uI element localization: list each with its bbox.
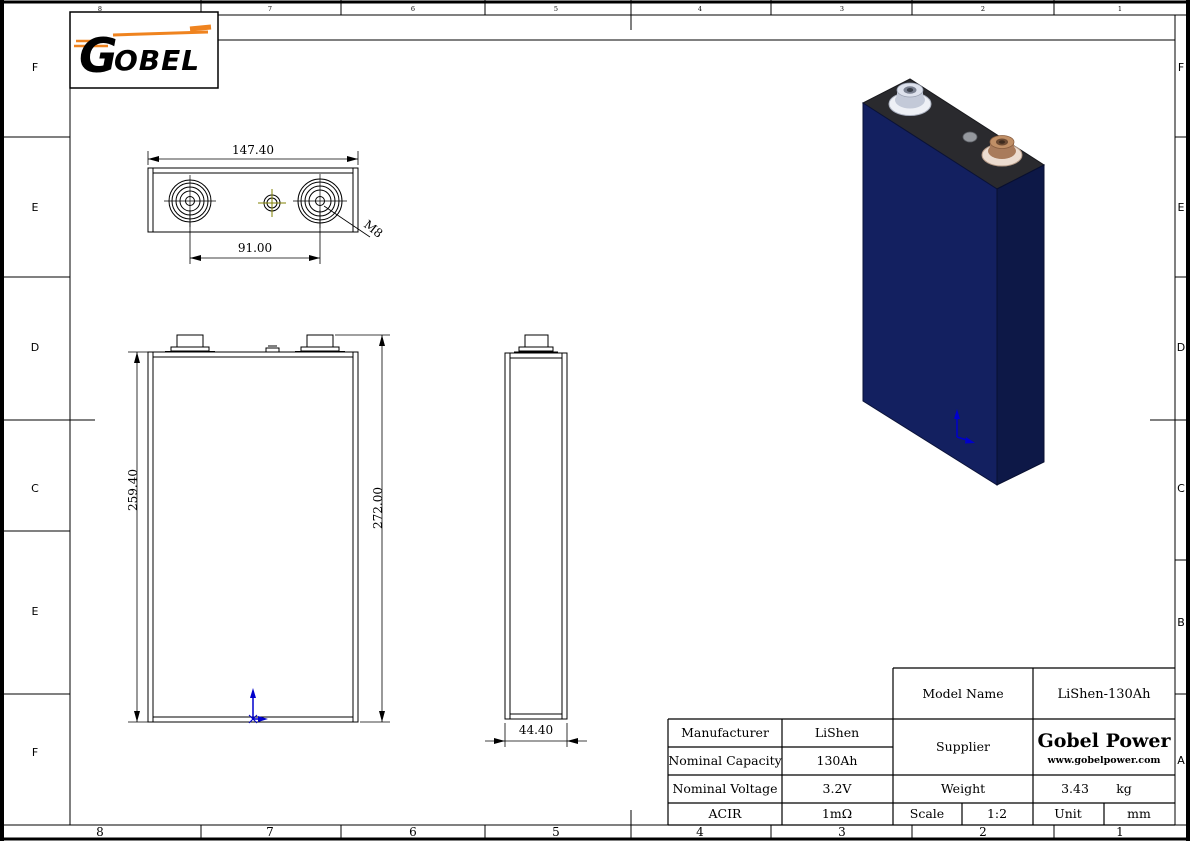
acir-value: 1mΩ: [822, 806, 852, 821]
gobel-logo: G OBEL: [69, 11, 219, 89]
supplier-label: Supplier: [936, 739, 990, 754]
dim-width: [147, 151, 359, 165]
dim-total-height: [335, 334, 390, 723]
zone-letter-right: B: [1177, 616, 1185, 629]
model-name-value: LiShen-130Ah: [1057, 687, 1151, 702]
nominal-voltage-value: 3.2V: [823, 781, 853, 796]
unit-label: Unit: [1054, 806, 1082, 821]
zone-letter-left: D: [31, 341, 39, 354]
zone-number-top: 8: [98, 5, 102, 13]
battery-side-face: [996, 164, 1045, 486]
nominal-voltage-label: Nominal Voltage: [672, 781, 777, 796]
zone-number-bottom: 2: [979, 825, 987, 839]
dim-body-height: [128, 351, 148, 723]
zone-number-bottom: 7: [266, 825, 274, 839]
zone-number-bottom: 5: [552, 825, 560, 839]
weight-label: Weight: [941, 781, 985, 796]
logo-letter-g: G: [79, 29, 118, 84]
unit-value: mm: [1127, 806, 1151, 821]
vent-topview: [258, 189, 286, 217]
zone-letter-left: F: [32, 61, 38, 74]
terminal-sideview: [514, 334, 558, 353]
zone-number-top: 6: [411, 5, 415, 13]
terminal-negative-3d: [888, 82, 932, 116]
zone-letter-left: C: [31, 482, 39, 495]
zone-number-top: 2: [981, 5, 985, 13]
terminal-positive-3d: [981, 135, 1023, 167]
zone-number-bottom: 6: [409, 825, 417, 839]
weight-value: 3.43: [1061, 781, 1089, 796]
zone-number-top: 7: [268, 5, 272, 13]
origin-marker-3d: [954, 409, 975, 444]
title-block-text: Model Name LiShen-130Ah Manufacturer LiS…: [668, 686, 1171, 821]
logo-text: OBEL: [114, 44, 200, 77]
zone-letter-left: E: [32, 605, 39, 618]
zone-letter-right: D: [1177, 341, 1185, 354]
nominal-capacity-value: 130Ah: [817, 753, 858, 768]
dim-pitch-text: 91.00: [238, 241, 272, 255]
weight-unit: kg: [1116, 781, 1132, 796]
title-block: [667, 667, 1175, 826]
side-view: [485, 334, 587, 747]
zone-labels: F E D C E F F E D C B A 8 7 6 5 4 3 2 1 …: [31, 5, 1185, 839]
logo-dash: [189, 24, 212, 32]
dim-width-text: 147.40: [232, 143, 274, 157]
supplier-url: www.gobelpower.com: [1047, 755, 1161, 766]
zone-number-bottom: 1: [1116, 825, 1124, 839]
zone-number-bottom: 4: [696, 825, 704, 839]
thread-leader-line: [323, 205, 371, 238]
vent-3d: [962, 131, 978, 143]
zone-letter-left: F: [32, 746, 38, 759]
acir-label: ACIR: [708, 806, 743, 821]
zone-number-top: 4: [698, 5, 702, 13]
zone-letter-right: E: [1178, 201, 1185, 214]
zone-letter-left: E: [32, 201, 39, 214]
zone-number-top: 1: [1118, 5, 1122, 13]
model-name-label: Model Name: [922, 686, 1003, 701]
dim-thickness-text: 44.40: [519, 723, 553, 737]
zone-number-bottom: 8: [96, 825, 104, 839]
zone-letter-right: F: [1178, 61, 1184, 74]
origin-marker-frontview: [248, 688, 268, 724]
front-view: [128, 334, 390, 724]
nominal-capacity-label: Nominal Capacity: [668, 753, 782, 768]
dim-thickness: [485, 723, 587, 747]
dim-terminal-pitch: [189, 210, 321, 264]
manufacturer-label: Manufacturer: [681, 725, 769, 740]
terminal-negative-frontview: [165, 334, 215, 352]
zone-number-bottom: 3: [838, 825, 846, 839]
scale-value: 1:2: [987, 806, 1007, 821]
zone-letter-right: A: [1177, 754, 1185, 767]
dim-total-height-text: 272.00: [371, 487, 385, 529]
dim-body-height-text: 259.40: [126, 469, 140, 511]
manufacturer-value: LiShen: [815, 725, 859, 740]
scale-label: Scale: [910, 806, 944, 821]
battery-3d-render: [861, 78, 1046, 486]
supplier-name: Gobel Power: [1037, 730, 1171, 752]
top-view: [147, 151, 371, 264]
terminal-positive-frontview: [295, 334, 345, 352]
thread-callout-text: M8: [361, 217, 385, 240]
zone-number-top: 3: [840, 5, 844, 13]
vent-frontview: [265, 345, 280, 353]
zone-letter-right: C: [1177, 482, 1185, 495]
zone-number-top: 5: [554, 5, 558, 13]
